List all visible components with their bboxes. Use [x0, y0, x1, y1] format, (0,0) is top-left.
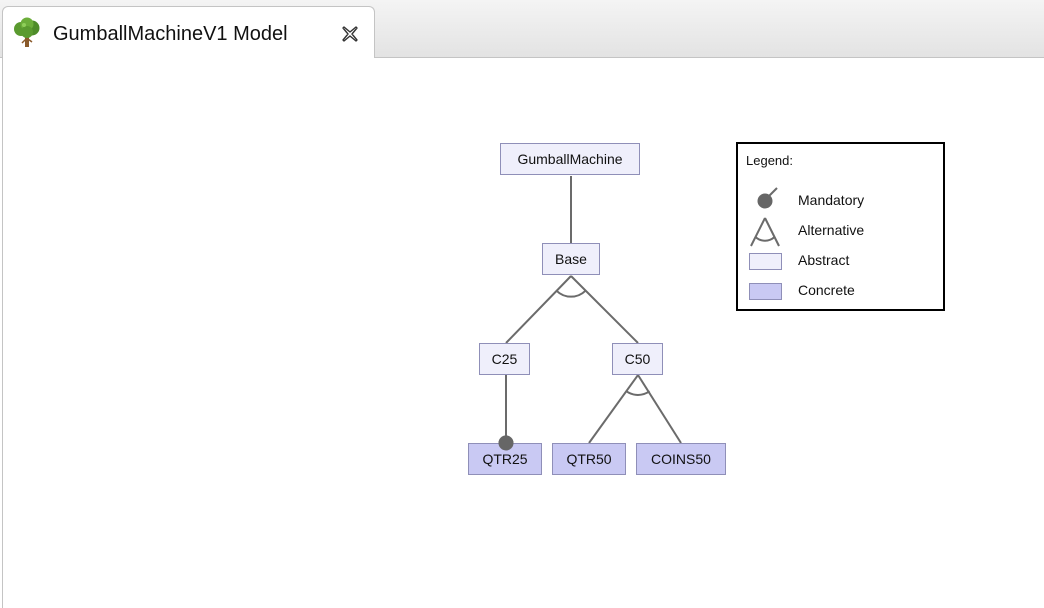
alternative-arc-c50: [625, 390, 651, 396]
legend-abstract-label: Abstract: [798, 252, 850, 268]
tab-gumballmachine-model[interactable]: GumballMachineV1 Model: [2, 6, 375, 59]
edge-c50-qtr50: [588, 374, 639, 444]
legend-title: Legend:: [746, 153, 793, 168]
edge-base-c50: [570, 275, 639, 344]
feature-c25[interactable]: C25: [479, 343, 530, 375]
tree-icon: [14, 17, 40, 47]
edge-c50-coins50: [637, 374, 682, 444]
feature-c50[interactable]: C50: [612, 343, 663, 375]
feature-coins50[interactable]: COINS50: [636, 443, 726, 475]
alternative-arc-base: [555, 290, 587, 298]
legend-alternative-label: Alternative: [798, 222, 865, 238]
tab-title: GumballMachineV1 Model: [53, 23, 288, 45]
legend: Legend: Mandatory Alternative Abstract C…: [736, 142, 945, 311]
close-icon[interactable]: [340, 24, 360, 44]
concrete-swatch: [749, 283, 782, 300]
alternative-symbol-icon: [750, 217, 780, 247]
feature-gumballmachine[interactable]: GumballMachine: [500, 143, 640, 175]
feature-base[interactable]: Base: [542, 243, 600, 275]
edge-base-c25: [505, 275, 572, 344]
legend-concrete-label: Concrete: [798, 282, 855, 298]
legend-mandatory-label: Mandatory: [798, 192, 865, 208]
feature-qtr50[interactable]: QTR50: [552, 443, 626, 475]
feature-qtr25[interactable]: QTR25: [468, 443, 542, 475]
mandatory-symbol-icon: [757, 187, 778, 209]
editor-tab-bar: GumballMachineV1 Model: [0, 0, 1044, 59]
abstract-swatch: [749, 253, 782, 270]
